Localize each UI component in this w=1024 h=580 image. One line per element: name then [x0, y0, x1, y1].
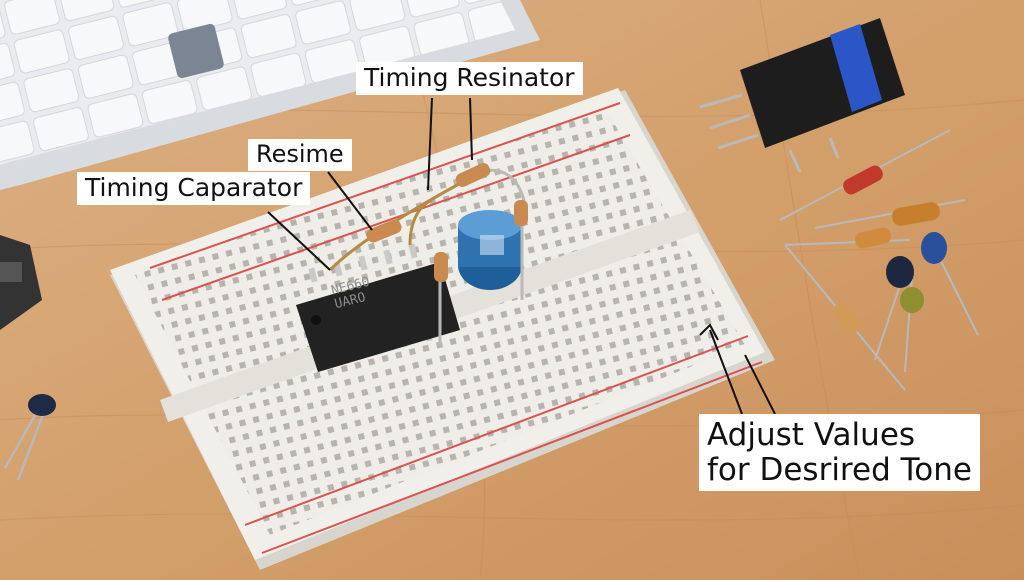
label-adjust-line2: for Desrired Tone	[707, 451, 972, 488]
resistor-on-board-3	[434, 252, 448, 282]
dark-component-left	[0, 235, 42, 330]
ic-chip	[296, 243, 460, 372]
label-timing-resinator: Timing Resinator	[356, 62, 583, 95]
annotation-leaders	[267, 97, 776, 415]
label-adjust-values: Adjust Values for Desrired Tone	[699, 414, 980, 492]
label-resime: Resime	[248, 139, 352, 171]
electrolytic-capacitor	[458, 210, 522, 290]
keyboard	[0, 0, 540, 190]
label-adjust-line1: Adjust Values	[707, 417, 916, 453]
relay-module	[699, 18, 905, 173]
resistor-on-board-4	[514, 200, 528, 226]
label-timing-caparator: Timing Caparator	[77, 172, 311, 205]
resistor-on-board-1	[455, 163, 491, 187]
ceramic-capacitor-left	[3, 394, 56, 481]
resistor-on-board-2	[366, 219, 402, 243]
loose-resistors	[779, 129, 979, 391]
